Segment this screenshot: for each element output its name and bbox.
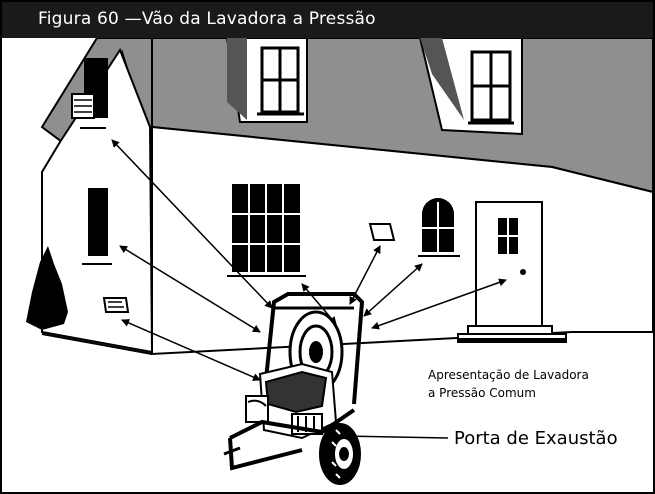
front-window <box>227 184 306 277</box>
arrows <box>111 139 507 441</box>
washer-caption: Apresentação de Lavadora a Pressão Comum <box>428 366 589 402</box>
figure-title: Figura 60 —Vão da Lavadora a Pressão <box>38 9 376 29</box>
exhaust-port-label: Porta de Exaustão <box>454 428 618 449</box>
caption-line-1: Apresentação de Lavadora <box>428 368 589 382</box>
arched-window <box>418 198 460 257</box>
front-vent <box>368 223 396 241</box>
caption-line-2: a Pressão Comum <box>428 386 536 400</box>
dormer-right <box>418 37 523 136</box>
pressure-washer <box>223 292 365 485</box>
figure-header: Figura 60 —Vão da Lavadora a Pressão <box>2 2 653 38</box>
bush <box>26 246 68 330</box>
dormer-left <box>225 37 308 123</box>
